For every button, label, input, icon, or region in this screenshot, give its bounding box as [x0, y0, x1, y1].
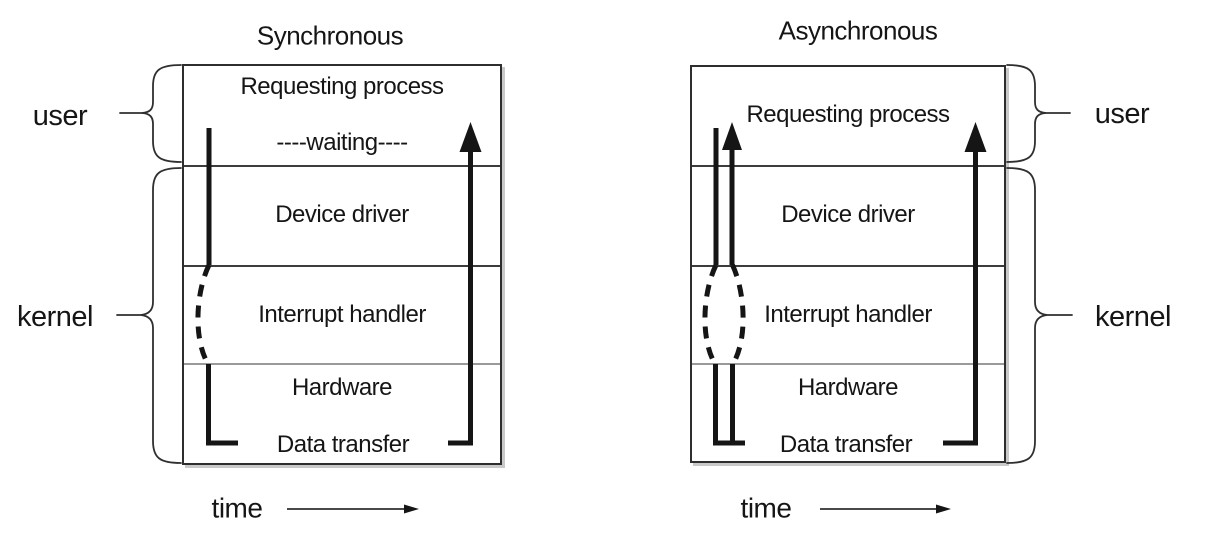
async-title: Asynchronous — [778, 15, 938, 46]
async-row-device-driver: Device driver — [781, 200, 915, 228]
async-interrupt-hardware-divider — [692, 363, 1004, 365]
sync-row-interrupt-handler: Interrupt handler — [258, 300, 426, 328]
sync-box — [182, 64, 502, 465]
sync-user-label: user — [32, 100, 88, 133]
sync-time-arrowhead-icon — [404, 504, 419, 514]
sync-waiting-label: ----waiting---- — [276, 128, 408, 156]
sync-row-hardware: Hardware — [291, 373, 393, 401]
sync-row-requesting-process: Requesting process — [240, 72, 444, 100]
sync-kernel-label: kernel — [17, 301, 94, 334]
async-row-requesting-process: Requesting process — [746, 100, 950, 128]
async-row-hardware: Hardware — [797, 373, 899, 401]
sync-time-label: time — [211, 492, 263, 524]
async-kernel-label: kernel — [1095, 301, 1172, 334]
sync-driver-interrupt-divider — [184, 265, 500, 267]
async-user-brace — [1006, 64, 1047, 163]
async-user-label: user — [1094, 98, 1150, 131]
async-driver-interrupt-divider — [692, 265, 1004, 267]
async-kernel-brace — [1006, 167, 1048, 464]
async-user-kernel-divider — [692, 165, 1004, 167]
async-time-label: time — [740, 492, 792, 524]
sync-interrupt-hardware-divider — [184, 363, 500, 365]
async-row-data-transfer: Data transfer — [779, 430, 913, 458]
async-row-interrupt-handler: Interrupt handler — [764, 300, 932, 328]
async-time-arrowhead-icon — [936, 504, 951, 514]
sync-title: Synchronous — [256, 20, 404, 51]
sync-kernel-brace — [140, 167, 182, 464]
sync-row-device-driver: Device driver — [275, 200, 409, 228]
sync-row-data-transfer: Data transfer — [276, 430, 410, 458]
sync-user-kernel-divider — [184, 165, 500, 167]
sync-user-brace — [141, 64, 182, 163]
